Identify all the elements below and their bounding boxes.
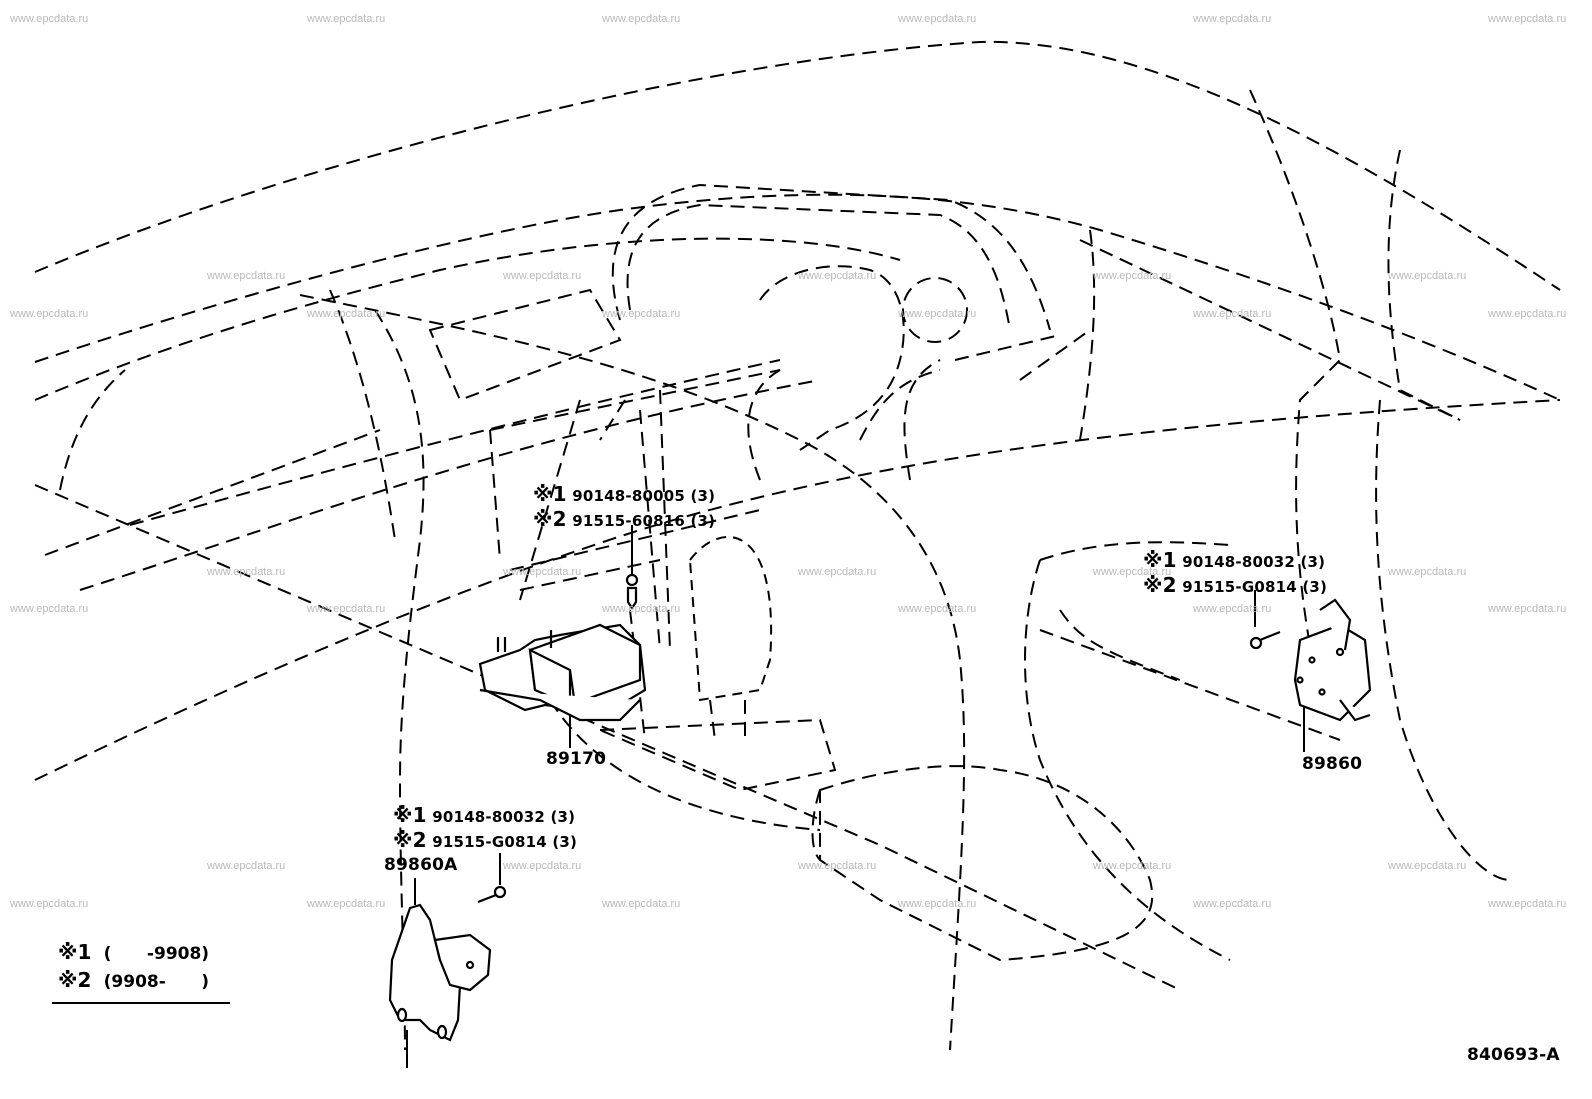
watermark: www.epcdata.ru <box>207 566 286 578</box>
dashboard-outline <box>35 42 1560 1050</box>
watermark: www.epcdata.ru <box>1388 566 1467 578</box>
watermark: www.epcdata.ru <box>602 603 681 615</box>
quantity: (3) <box>550 808 576 826</box>
part-number[interactable]: 91515-60816 <box>572 512 685 530</box>
watermark: www.epcdata.ru <box>207 270 286 282</box>
component-89860a <box>390 887 505 1040</box>
watermark: www.epcdata.ru <box>1193 898 1272 910</box>
note-mark: ※2 <box>1143 573 1177 597</box>
quantity: (3) <box>552 833 578 851</box>
watermark: www.epcdata.ru <box>503 270 582 282</box>
component-89860 <box>1251 600 1370 720</box>
watermark: www.epcdata.ru <box>1488 603 1567 615</box>
watermark: www.epcdata.ru <box>207 860 286 872</box>
quantity: (3) <box>1302 578 1328 596</box>
part-label-89860[interactable]: 89860 <box>1302 754 1363 774</box>
note-number: 1 <box>77 940 92 964</box>
watermark: www.epcdata.ru <box>602 308 681 320</box>
watermark: www.epcdata.ru <box>10 898 89 910</box>
watermark: www.epcdata.ru <box>307 308 386 320</box>
watermark: www.epcdata.ru <box>307 603 386 615</box>
quantity: (3) <box>690 487 716 505</box>
watermark: www.epcdata.ru <box>1093 860 1172 872</box>
part-label-89170[interactable]: 89170 <box>546 749 607 769</box>
watermark: www.epcdata.ru <box>1488 898 1567 910</box>
fastener-callout-89860-1: ※1 90148-80032 (3) <box>1143 548 1325 572</box>
watermark: www.epcdata.ru <box>898 898 977 910</box>
date-range: ( -9908) <box>103 944 210 964</box>
illustration-code: 840693-A <box>1467 1045 1560 1065</box>
watermark: www.epcdata.ru <box>898 603 977 615</box>
watermark: www.epcdata.ru <box>898 308 977 320</box>
watermark: www.epcdata.ru <box>1093 270 1172 282</box>
part-number[interactable]: 90148-80005 <box>572 487 685 505</box>
note-mark: ※1 <box>533 482 567 506</box>
fastener-callout-89860a-1: ※1 90148-80032 (3) <box>393 803 575 827</box>
note-mark: ※2 <box>533 507 567 531</box>
watermark: www.epcdata.ru <box>1093 566 1172 578</box>
fastener-callout-89170-2: ※2 91515-60816 (3) <box>533 507 715 531</box>
note-mark: ※1 <box>393 803 427 827</box>
watermark: www.epcdata.ru <box>1193 13 1272 25</box>
watermark: www.epcdata.ru <box>10 603 89 615</box>
watermark: www.epcdata.ru <box>10 13 89 25</box>
watermark: www.epcdata.ru <box>1488 308 1567 320</box>
legend-row-2: ※2 (9908- ) <box>58 968 209 992</box>
watermark: www.epcdata.ru <box>1193 603 1272 615</box>
watermark: www.epcdata.ru <box>1388 270 1467 282</box>
legend-row-1: ※1 ( -9908) <box>58 940 209 964</box>
fastener-callout-89860a-2: ※2 91515-G0814 (3) <box>393 828 577 852</box>
watermark: www.epcdata.ru <box>798 566 877 578</box>
watermark: www.epcdata.ru <box>10 308 89 320</box>
component-89170 <box>480 575 645 720</box>
watermark: www.epcdata.ru <box>1193 308 1272 320</box>
quantity: (3) <box>690 512 716 530</box>
note-number: 2 <box>77 968 92 992</box>
watermark: www.epcdata.ru <box>503 860 582 872</box>
note-mark: ※ <box>58 968 78 992</box>
watermark: www.epcdata.ru <box>307 13 386 25</box>
part-number[interactable]: 90148-80032 <box>1182 553 1295 571</box>
watermark: www.epcdata.ru <box>307 898 386 910</box>
quantity: (3) <box>1300 553 1326 571</box>
watermark: www.epcdata.ru <box>798 860 877 872</box>
watermark: www.epcdata.ru <box>1388 860 1467 872</box>
watermark: www.epcdata.ru <box>503 566 582 578</box>
watermark: www.epcdata.ru <box>898 13 977 25</box>
watermark: www.epcdata.ru <box>798 270 877 282</box>
part-number[interactable]: 91515-G0814 <box>1182 578 1297 596</box>
fastener-callout-89860-2: ※2 91515-G0814 (3) <box>1143 573 1327 597</box>
note-mark: ※1 <box>1143 548 1177 572</box>
note-mark: ※ <box>58 940 78 964</box>
part-label-89860a[interactable]: 89860A <box>384 855 458 875</box>
part-number[interactable]: 90148-80032 <box>432 808 545 826</box>
date-range: (9908- ) <box>103 972 210 992</box>
watermark: www.epcdata.ru <box>602 898 681 910</box>
watermark: www.epcdata.ru <box>602 13 681 25</box>
note-mark: ※2 <box>393 828 427 852</box>
part-number[interactable]: 91515-G0814 <box>432 833 547 851</box>
fastener-callout-89170-1: ※1 90148-80005 (3) <box>533 482 715 506</box>
watermark: www.epcdata.ru <box>1488 13 1567 25</box>
leader-lines <box>407 525 1304 1068</box>
